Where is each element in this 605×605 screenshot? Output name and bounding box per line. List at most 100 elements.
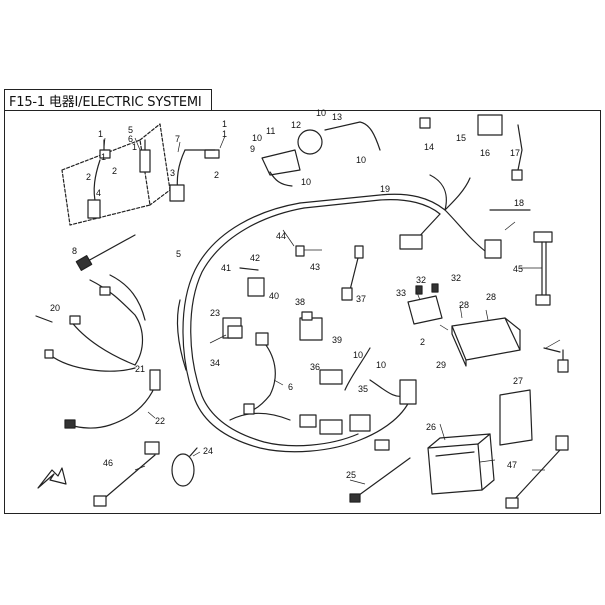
sensor-36 [341, 245, 364, 301]
module-16 [477, 114, 503, 136]
callout-1-b: 1 [101, 152, 106, 162]
callout-42: 43 [310, 262, 320, 272]
callout-25: 25 [346, 470, 356, 480]
callout-40: 41 [221, 263, 231, 273]
wire-6 [243, 332, 276, 415]
callout-6-a: 6 [128, 134, 133, 144]
callout-28-a: 28 [459, 300, 469, 310]
wire-34 [344, 347, 371, 391]
diagram-border [4, 110, 601, 514]
regulator-32 [407, 283, 443, 325]
sensor-25 [349, 457, 411, 503]
callout-41: 42 [250, 253, 260, 263]
callout-22: 22 [155, 416, 165, 426]
title-box: F15-1 电器Ⅰ/ELECTRIC SYSTEMⅠ [4, 89, 212, 111]
callout-5-b: 5 [176, 249, 181, 259]
callout-13: 13 [332, 112, 342, 122]
harness-44 [533, 231, 553, 306]
callout-31-b: 32 [451, 273, 461, 283]
callout-37: 38 [295, 297, 305, 307]
switch-assembly-4 [87, 139, 111, 219]
callout-34: 35 [358, 384, 368, 394]
battery-26 [427, 433, 495, 495]
leader-lines [103, 135, 561, 485]
relay-39 [247, 277, 265, 297]
wire-20 [35, 315, 53, 323]
callout-9: 9 [250, 144, 255, 154]
callout-14: 14 [424, 142, 434, 152]
horn-24 [171, 447, 198, 487]
callout-labels: 1 1 2 2 4 5 6 1 7 3 1 1 2 8 20 21 22 24 … [50, 108, 524, 480]
callout-2-c: 2 [214, 170, 219, 180]
connector-42 [295, 245, 305, 257]
callout-2-a: 2 [86, 172, 91, 182]
callout-5-a: 5 [128, 125, 133, 135]
part-14 [419, 117, 431, 129]
callout-10-a: 10 [252, 133, 262, 143]
harness-21 [44, 274, 146, 372]
main-harness [176, 174, 502, 453]
dashed-group-left [61, 123, 171, 226]
callout-3: 3 [170, 168, 175, 178]
callout-21: 21 [135, 364, 145, 374]
callout-43: 44 [276, 231, 286, 241]
callout-16: 16 [480, 148, 490, 158]
callout-10-d: 10 [301, 177, 311, 187]
connector-47 [543, 347, 569, 373]
ignition-12 [261, 129, 323, 187]
sensor-8 [75, 234, 136, 271]
callout-1-e: 1 [222, 129, 227, 139]
callout-24: 24 [203, 446, 213, 456]
callout-38: 39 [332, 335, 342, 345]
callout-4: 4 [96, 188, 101, 198]
callout-7: 7 [175, 134, 180, 144]
callout-1-a: 1 [98, 129, 103, 139]
harness-46 [505, 435, 569, 509]
callout-26: 26 [426, 422, 436, 432]
callout-2-b: 2 [112, 166, 117, 176]
callout-45: 46 [103, 458, 113, 468]
callout-36: 37 [356, 294, 366, 304]
callout-44: 45 [513, 264, 523, 274]
callout-1-c: 1 [132, 142, 137, 152]
callout-6-b: 6 [288, 382, 293, 392]
callout-27: 27 [513, 376, 523, 386]
callout-10-f: 10 [376, 360, 386, 370]
switch-assembly-3 [169, 149, 220, 202]
callout-1-d: 1 [222, 119, 227, 129]
part-35 [319, 369, 343, 385]
callout-33: 34 [210, 358, 220, 368]
callout-11: 11 [266, 126, 275, 136]
callout-15: 15 [456, 133, 466, 143]
callout-20: 20 [50, 303, 60, 313]
page-title: F15-1 电器Ⅰ/ELECTRIC SYSTEMⅠ [9, 94, 202, 110]
callout-29: 29 [436, 360, 446, 370]
wire-13 [324, 121, 381, 151]
wire-17 [516, 124, 523, 176]
callout-39: 40 [269, 291, 279, 301]
callout-10-e: 10 [353, 350, 363, 360]
front-arrow [37, 467, 67, 489]
callout-31-a: 32 [416, 275, 426, 285]
callout-12: 12 [291, 120, 301, 130]
callout-8: 8 [72, 246, 77, 256]
callout-17: 17 [510, 148, 520, 158]
relay-38 [299, 317, 323, 341]
callout-10-b: 10 [316, 108, 326, 118]
sensor-5 [139, 139, 151, 173]
harness-22 [64, 369, 161, 429]
callout-35: 36 [310, 362, 320, 372]
callout-32: 33 [396, 288, 406, 298]
wire-40 [239, 267, 259, 271]
bracket-27 [499, 389, 533, 446]
ecu-29 [451, 317, 521, 367]
fuse-45 [93, 441, 160, 507]
callout-23: 23 [210, 308, 220, 318]
callout-28-b: 28 [486, 292, 496, 302]
callout-10-c: 10 [356, 155, 366, 165]
callout-46: 47 [507, 460, 517, 470]
callout-18: 18 [514, 198, 524, 208]
callout-2-d: 2 [420, 337, 425, 347]
